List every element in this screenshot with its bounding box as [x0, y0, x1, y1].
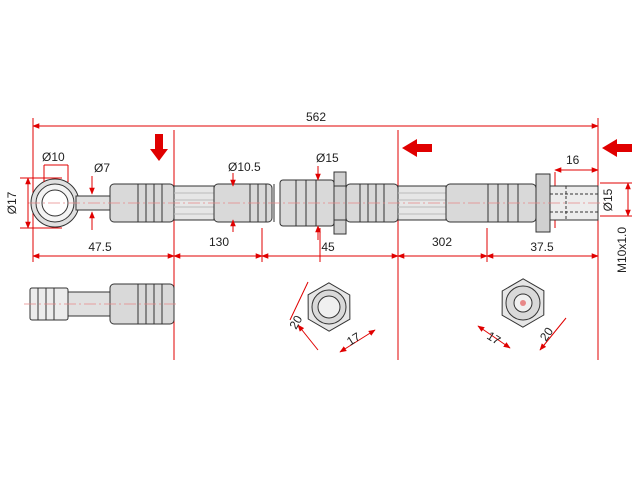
segment-4-label: 302 [432, 235, 452, 249]
mid-hex-diameter-label: Ø15 [316, 151, 339, 165]
mid-fitting-diameter-label: Ø10.5 [228, 160, 261, 174]
view2-corner-label: 20 [537, 324, 556, 343]
end-hex-diameter-label: Ø15 [601, 188, 615, 211]
view2-flat-label: 17 [484, 329, 503, 348]
down-arrow-icon [150, 134, 168, 161]
overall-length-label: 562 [306, 110, 326, 124]
segment-2-label: 130 [209, 235, 229, 249]
segment-3-label: 45 [321, 240, 335, 254]
segment-5-label: 37.5 [530, 240, 554, 254]
overall-length-dimension: 562 [32, 110, 599, 129]
left-arrow-icon [602, 139, 632, 157]
direction-arrows [150, 134, 632, 161]
hex-end-view-mid: 20 17 [286, 281, 376, 353]
left-arrow-icon [402, 139, 432, 157]
thread-spec-label: M10x1.0 [615, 227, 629, 273]
eye-bore-label: Ø10 [42, 150, 65, 164]
eye-outer-diameter-label: Ø17 [5, 191, 19, 214]
view1-flat-label: 17 [344, 329, 363, 348]
segment-1-label: 47.5 [88, 240, 112, 254]
end-thread-length-label: 16 [566, 153, 580, 167]
view1-corner-label: 20 [286, 313, 305, 332]
diameter-callouts [25, 164, 631, 240]
bolt-hole-label: Ø7 [94, 161, 110, 175]
hex-end-view-right: 17 20 [477, 278, 567, 351]
